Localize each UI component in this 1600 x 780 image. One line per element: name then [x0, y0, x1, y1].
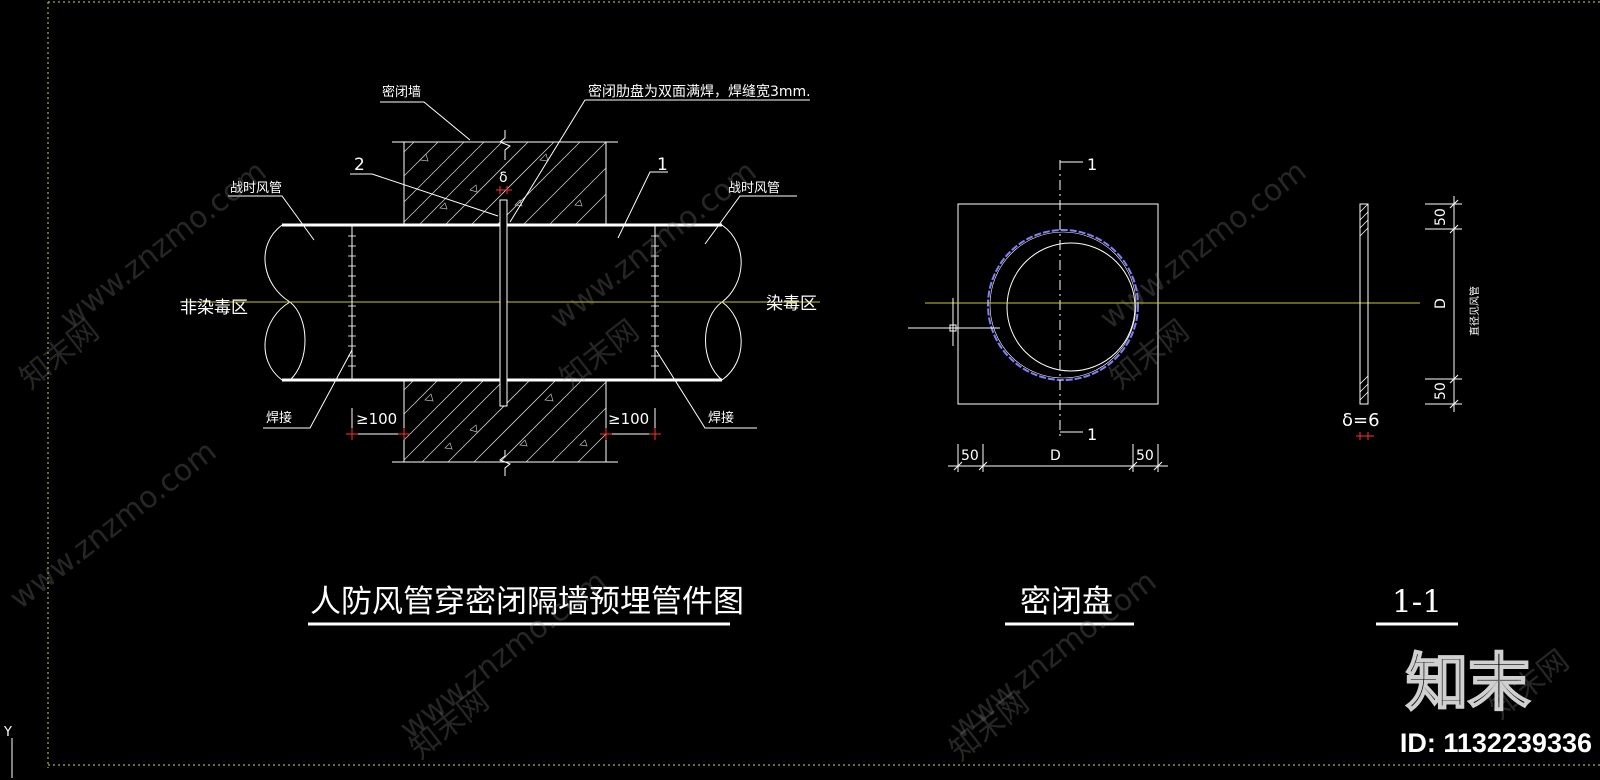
watermark-site-3: www.znzmo.com — [1093, 154, 1313, 336]
title-sealing-plate: 密闭盘 — [1020, 584, 1113, 620]
label-zone-right: 染毒区 — [766, 294, 817, 314]
ucs-y-label: Y — [3, 725, 12, 740]
label-duct-left: 战时风管 — [230, 181, 282, 196]
label-weld-note: 密闭肋盘为双面满焊，焊缝宽3mm. — [588, 83, 811, 100]
section-thickness: δ=6 — [1342, 410, 1380, 431]
label-delta: δ — [499, 170, 508, 186]
watermark-site-4: www.znzmo.com — [3, 434, 223, 616]
label-min-dim-left: ≥100 — [356, 410, 397, 428]
ucs-icon: Y — [3, 725, 13, 778]
section-vertical-dims — [1425, 196, 1462, 412]
watermark-brand-1: 知末网 — [13, 313, 105, 396]
drawing-border — [47, 1, 1600, 768]
watermark-layer: www.znzmo.com www.znzmo.com www.znzmo.co… — [3, 154, 1575, 768]
dim-diameter: D — [1050, 448, 1061, 464]
label-weld-left: 焊接 — [266, 410, 292, 426]
section-dim-diameter: D — [1433, 298, 1449, 309]
title-section-1-1: 1-1 — [1392, 584, 1442, 620]
cut-label-bottom: 1 — [1087, 425, 1097, 444]
leader-lines — [228, 99, 810, 429]
label-min-dim-right: ≥100 — [608, 410, 649, 428]
dim-left-50: 50 — [961, 448, 979, 464]
section-dim-bottom: 50 — [1433, 382, 1449, 400]
dim-right-50: 50 — [1136, 448, 1154, 464]
plate-bottom-dims — [948, 444, 1168, 472]
sealing-plate-view: 1 1 50 D 50 密闭盘 — [908, 155, 1420, 626]
image-id-text: ID: 1132239336 — [1400, 728, 1592, 758]
weld-bead-ring — [987, 229, 1139, 381]
label-weld-right: 焊接 — [708, 410, 734, 426]
label-sealing-wall: 密闭墙 — [382, 84, 421, 100]
min-distance-dims — [346, 408, 661, 440]
label-zone-left: 非染毒区 — [180, 298, 248, 318]
wall-penetration-detail: 密闭墙 密闭肋盘为双面满焊，焊缝宽3mm. 2 1 δ 战时风管 战时风管 非染… — [180, 83, 820, 626]
label-duct-right: 战时风管 — [728, 181, 780, 196]
title-wall-penetration: 人防风管穿密闭隔墙预埋管件图 — [310, 584, 744, 620]
section-1-1-view: 50 D 50 直径见风管 δ=6 1-1 — [1342, 196, 1481, 626]
wall-upper — [392, 130, 618, 225]
brand-logo-text: 知末 — [1406, 646, 1530, 719]
label-item-2: 2 — [354, 155, 365, 175]
section-dim-top: 50 — [1433, 208, 1449, 226]
cut-label-top: 1 — [1087, 155, 1097, 174]
label-item-1: 1 — [657, 155, 668, 175]
weld-seams — [348, 225, 659, 380]
section-side-note: 直径见风管 — [1468, 286, 1481, 336]
sealing-rib-plate — [496, 186, 512, 407]
